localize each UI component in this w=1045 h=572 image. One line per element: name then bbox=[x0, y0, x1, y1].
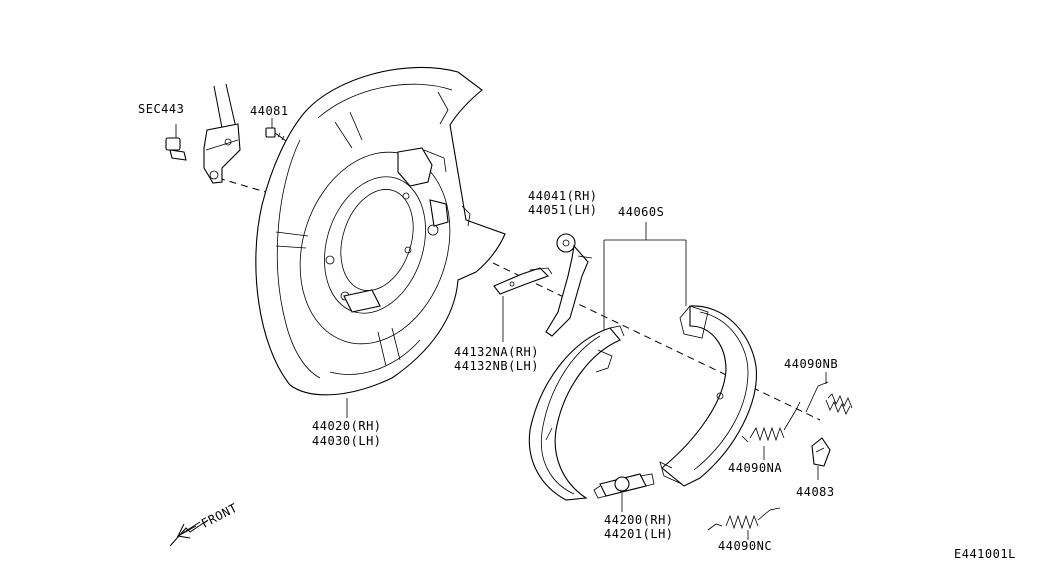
label-44020: 44020(RH) bbox=[312, 419, 382, 433]
label-44060s: 44060S bbox=[618, 205, 664, 219]
spring-44090nc bbox=[707, 507, 781, 531]
front-label: FRONT bbox=[199, 501, 240, 531]
label-44200: 44200(RH) bbox=[604, 513, 674, 527]
spring-44090na bbox=[741, 401, 801, 443]
label-44041: 44041(RH) bbox=[528, 189, 598, 203]
label-44083: 44083 bbox=[796, 485, 835, 499]
spring-44090nb bbox=[805, 381, 853, 415]
label-44090na: 44090NA bbox=[728, 461, 782, 475]
label-44090nc: 44090NC bbox=[718, 539, 772, 553]
brake-shoe-front bbox=[528, 325, 625, 501]
leader-44060s bbox=[603, 222, 687, 330]
diagram-code: E441001L bbox=[954, 547, 1016, 561]
adjuster-44200 bbox=[593, 473, 655, 499]
front-arrow-icon bbox=[169, 519, 209, 547]
label-44081: 44081 bbox=[250, 104, 289, 118]
lever-44041 bbox=[545, 233, 593, 337]
label-44090nb: 44090NB bbox=[784, 357, 838, 371]
label-44051: 44051(LH) bbox=[528, 203, 598, 217]
brake-shoe-rear bbox=[659, 305, 757, 487]
label-sec443: SEC443 bbox=[138, 102, 184, 116]
label-44132na: 44132NA(RH) bbox=[454, 345, 539, 359]
screw-44081 bbox=[265, 118, 297, 149]
cable-bracket bbox=[203, 83, 241, 184]
label-44201: 44201(LH) bbox=[604, 527, 674, 541]
backing-plate bbox=[255, 66, 506, 396]
label-44030: 44030(LH) bbox=[312, 434, 382, 448]
sec443-bolt bbox=[165, 124, 187, 161]
clip-44083 bbox=[811, 437, 831, 467]
strut-44132 bbox=[493, 267, 553, 295]
label-44132nb: 44132NB(LH) bbox=[454, 359, 539, 373]
